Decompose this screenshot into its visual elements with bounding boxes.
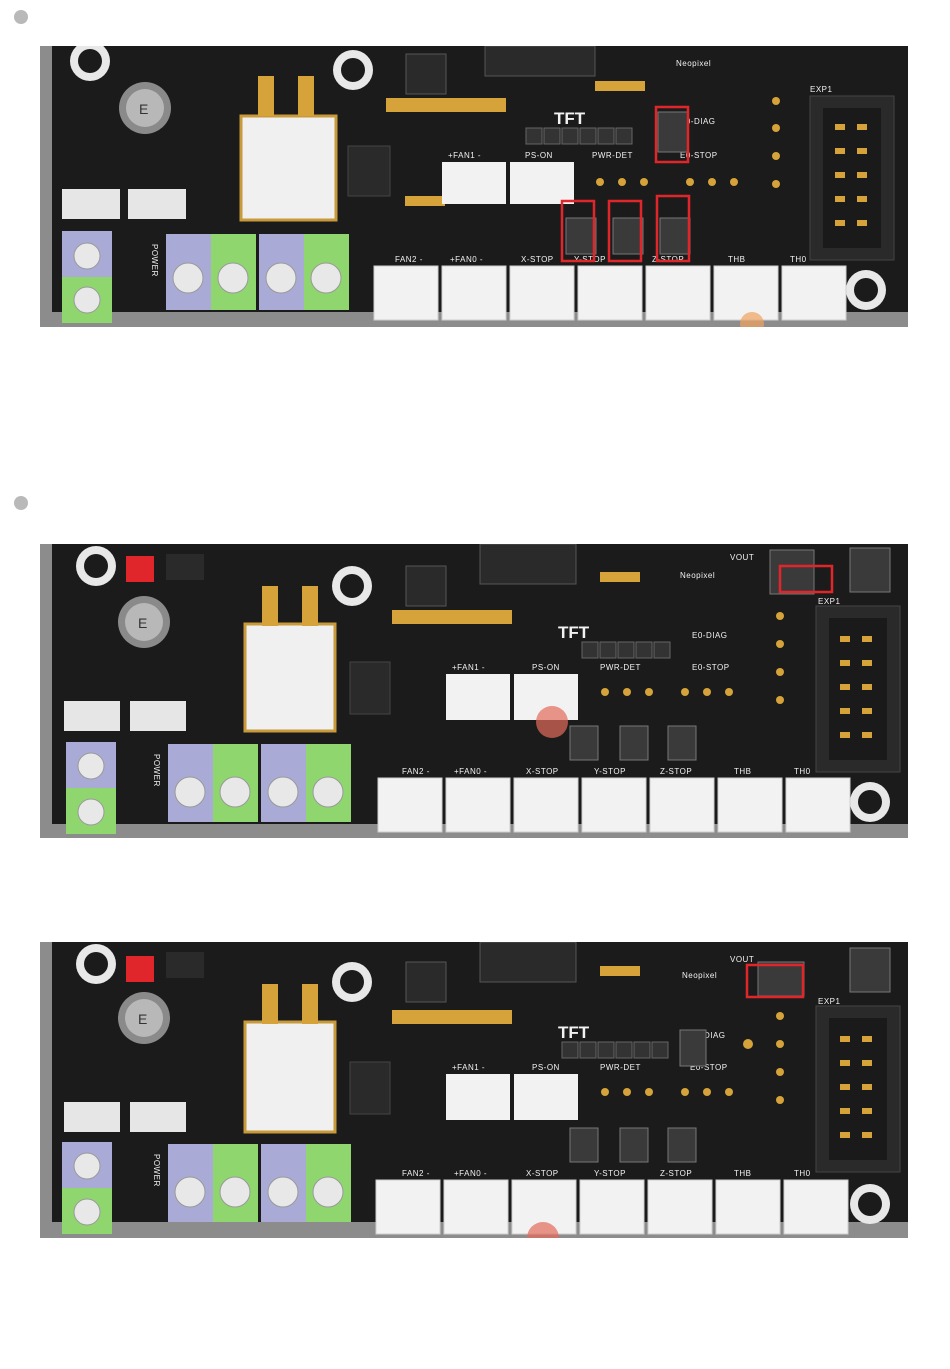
highlight-box-e0-diag	[654, 105, 690, 164]
mcu-chip	[484, 46, 596, 77]
fan0-label: +FAN0 -	[454, 767, 487, 776]
fan2-label: FAN2 -	[402, 1169, 430, 1178]
board-3-drawing: E TFT +FAN1 - PS-ON PWR-DET E0-DIAG E0-S…	[40, 942, 908, 1238]
exp1-label: EXP1	[818, 597, 841, 606]
thb-connector	[713, 265, 779, 321]
thb-label: THB	[728, 255, 746, 264]
highlight-box-mod-select	[745, 963, 805, 999]
y-stop-connector	[577, 265, 643, 321]
x-stop-connector	[509, 265, 575, 321]
highlight-box-y-stop	[560, 199, 596, 263]
x-stop-label: X-STOP	[526, 1169, 559, 1178]
th0-connector	[781, 265, 847, 321]
bullet-2	[14, 496, 28, 510]
ps-on-label: PS-ON	[532, 1063, 560, 1072]
fan0-label: +FAN0 -	[454, 1169, 487, 1178]
tft-label: TFT	[558, 623, 590, 642]
fan2-label: FAN2 -	[402, 767, 430, 776]
y-stop-label: Y-STOP	[594, 767, 626, 776]
z-stop-connector	[645, 265, 711, 321]
thb-label: THB	[734, 1169, 752, 1178]
tft-label: TFT	[558, 1023, 590, 1042]
z-stop-label: Z-STOP	[660, 767, 692, 776]
exp1-label: EXP1	[818, 997, 841, 1006]
e0-diag-label: E0-DIAG	[690, 1031, 726, 1040]
neopixel-label: Neopixel	[680, 571, 715, 580]
highlight-box-z-stop	[655, 194, 691, 263]
th0-label: TH0	[794, 1169, 811, 1178]
fan1-label: +FAN1 -	[452, 663, 485, 672]
fan1-label: +FAN1 -	[452, 1063, 485, 1072]
neopixel-label: Neopixel	[676, 59, 711, 68]
y-stop-label: Y-STOP	[574, 255, 606, 264]
highlight-box-mod-select	[778, 564, 834, 594]
th0-label: TH0	[790, 255, 807, 264]
pcb-board-2: E TFT +FAN1 - PS-ON PWR-DET E0-DIAG E0-S…	[40, 544, 908, 838]
fan2-connector	[373, 265, 439, 321]
z-stop-label: Z-STOP	[660, 1169, 692, 1178]
x-stop-label: X-STOP	[526, 767, 559, 776]
bullet-1	[14, 10, 28, 24]
highlight-box-x-diag	[607, 199, 643, 263]
y-stop-label: Y-STOP	[594, 1169, 626, 1178]
svg-text:E: E	[139, 101, 148, 117]
svg-text:E: E	[138, 615, 147, 631]
ps-on-label: PS-ON	[525, 151, 553, 160]
power-label: POWER	[150, 244, 159, 277]
power-label: POWER	[152, 754, 161, 787]
neopixel-label: Neopixel	[682, 971, 717, 980]
th0-label: TH0	[794, 767, 811, 776]
z-stop-label: Z-STOP	[652, 255, 684, 264]
fuse	[128, 189, 186, 219]
board-2-drawing: E TFT +FAN1 - PS-ON PWR-DET E0-DIAG E0-S…	[40, 544, 908, 838]
svg-text:E: E	[138, 1011, 147, 1027]
thb-label: THB	[734, 767, 752, 776]
fan0-label: +FAN0 -	[450, 255, 483, 264]
board-1-drawing: E TFT +FAN1 - PS-ON PWR-DET E0-DIAG E0-S…	[40, 46, 908, 327]
fan1-connector	[442, 162, 506, 204]
pwr-det-label: PWR-DET	[592, 151, 633, 160]
vout-label: VOUT	[730, 955, 754, 964]
fan2-label: FAN2 -	[395, 255, 423, 264]
pwr-det-label: PWR-DET	[600, 1063, 641, 1072]
ps-on-label: PS-ON	[532, 663, 560, 672]
e0-stop-label: E0-STOP	[692, 663, 730, 672]
vout-label: VOUT	[730, 553, 754, 562]
tft-label: TFT	[554, 109, 586, 128]
x-stop-label: X-STOP	[521, 255, 554, 264]
e0-diag-label: E0-DIAG	[692, 631, 728, 640]
ps-on-connector	[510, 162, 574, 204]
fan0-connector	[441, 265, 507, 321]
fuse	[62, 189, 120, 219]
e0-stop-label: E0-STOP	[690, 1063, 728, 1072]
power-label: POWER	[152, 1154, 161, 1187]
exp1-label: EXP1	[810, 85, 833, 94]
pcb-board-3: E TFT +FAN1 - PS-ON PWR-DET E0-DIAG E0-S…	[40, 942, 908, 1238]
ic-chip	[405, 53, 447, 95]
pcb-board-1: E TFT +FAN1 - PS-ON PWR-DET E0-DIAG E0-S…	[40, 46, 908, 327]
e0-diag-label: E0-DIAG	[680, 117, 716, 126]
mosfet	[347, 145, 391, 197]
inductor	[239, 114, 338, 222]
pwr-det-label: PWR-DET	[600, 663, 641, 672]
e0-stop-label: E0-STOP	[680, 151, 718, 160]
fan1-label: +FAN1 -	[448, 151, 481, 160]
